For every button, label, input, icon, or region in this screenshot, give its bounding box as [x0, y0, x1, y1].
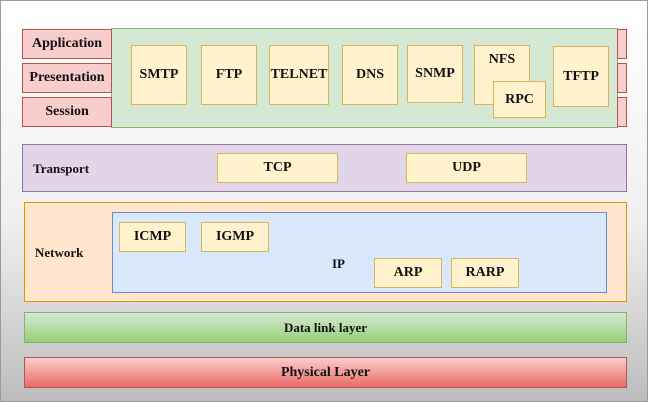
- session-right-edge-box: [617, 97, 627, 127]
- telnet-protocol-box: TELNET: [269, 45, 329, 105]
- session-layer-label: Session: [45, 104, 89, 119]
- tcp-label: TCP: [263, 160, 292, 175]
- icmp-label: ICMP: [133, 229, 172, 244]
- tcp-protocol-box: TCP: [217, 153, 338, 183]
- datalink-layer-bar: Data link layer: [24, 312, 627, 343]
- application-layer-box: Application: [22, 29, 112, 59]
- ftp-protocol-box: FTP: [201, 45, 257, 105]
- smtp-protocol-box: SMTP: [131, 45, 187, 105]
- dns-label: DNS: [355, 67, 384, 82]
- ip-region: IP: [112, 212, 607, 293]
- smtp-label: SMTP: [139, 67, 179, 82]
- rpc-protocol-box: RPC: [493, 81, 546, 118]
- rarp-protocol-box: RARP: [451, 258, 519, 288]
- presentation-layer-box: Presentation: [22, 63, 112, 93]
- igmp-label: IGMP: [215, 229, 255, 244]
- session-layer-box: Session: [22, 97, 112, 127]
- transport-layer-label: Transport: [33, 161, 90, 176]
- tftp-label: TFTP: [563, 68, 599, 84]
- dns-protocol-box: DNS: [342, 45, 398, 105]
- snmp-protocol-box: SNMP: [407, 45, 463, 103]
- arp-label: ARP: [393, 265, 423, 280]
- udp-protocol-box: UDP: [406, 153, 527, 183]
- presentation-layer-label: Presentation: [29, 70, 105, 85]
- igmp-protocol-box: IGMP: [201, 222, 269, 252]
- nfs-label: NFS: [488, 52, 516, 67]
- ip-label: IP: [332, 256, 345, 271]
- rpc-label: RPC: [505, 91, 534, 107]
- network-layer-label: Network: [35, 245, 84, 260]
- icmp-protocol-box: ICMP: [119, 222, 186, 252]
- datalink-layer-label: Data link layer: [283, 319, 368, 335]
- snmp-label: SNMP: [415, 66, 455, 81]
- arp-protocol-box: ARP: [374, 258, 442, 288]
- tftp-protocol-box: TFTP: [553, 46, 609, 107]
- application-layer-label: Application: [31, 36, 102, 51]
- physical-layer-label: Physical Layer: [280, 364, 371, 380]
- application-right-edge-box: [617, 29, 627, 59]
- physical-layer-bar: Physical Layer: [24, 357, 627, 388]
- presentation-right-edge-box: [617, 63, 627, 93]
- telnet-label: TELNET: [270, 67, 328, 82]
- udp-label: UDP: [452, 160, 481, 175]
- ftp-label: FTP: [215, 67, 243, 82]
- rarp-label: RARP: [465, 265, 505, 280]
